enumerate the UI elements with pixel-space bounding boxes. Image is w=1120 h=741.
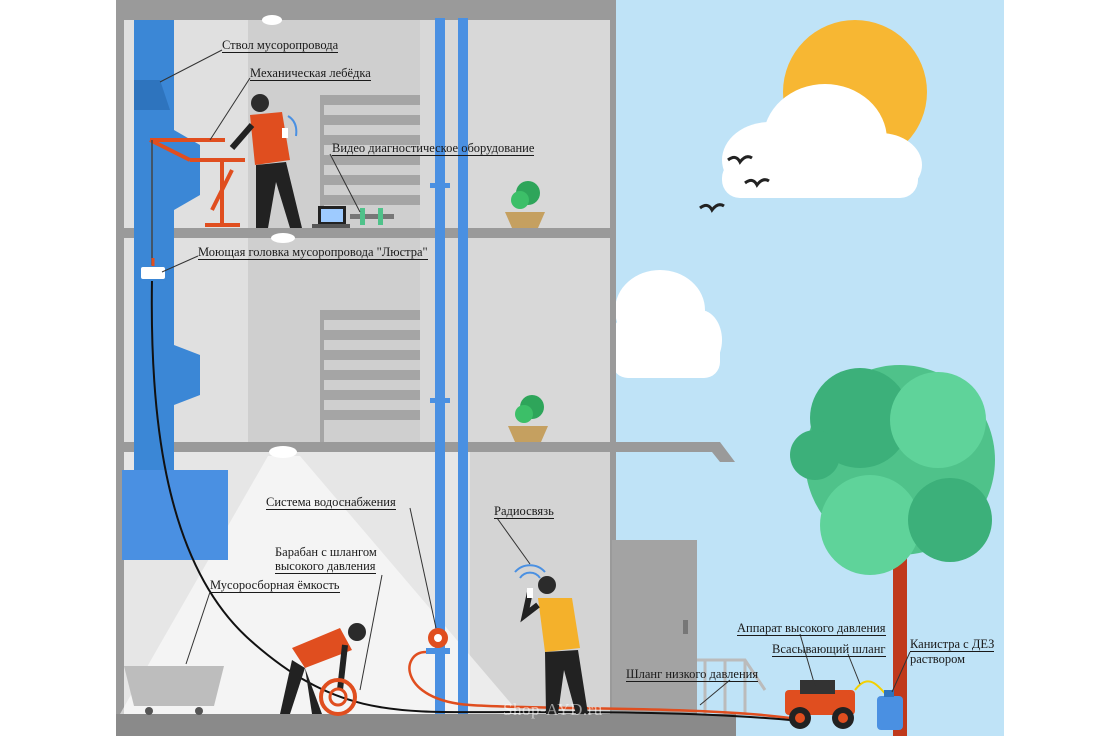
winch xyxy=(149,138,245,227)
label-low-pressure-hose: Шланг низкого давления xyxy=(626,667,759,682)
pressure-unit-icon xyxy=(785,680,855,729)
label-hose-drum-line1: Барабан с шлангом xyxy=(275,545,377,559)
label-winch: Механическая лебёдка xyxy=(250,66,371,81)
canister-icon xyxy=(877,690,903,730)
worker-radio xyxy=(514,564,588,714)
tree-trunk xyxy=(893,540,907,736)
stairs-floor-2 xyxy=(320,310,420,442)
label-pressure-unit: Аппарат высокого давления xyxy=(737,621,886,636)
plant-icon xyxy=(508,395,548,442)
washing-head xyxy=(139,258,167,281)
worker-drum xyxy=(280,623,366,714)
cloud-icon xyxy=(722,84,922,198)
label-washing-head: Моющая головка мусоропровода "Люстра" xyxy=(198,245,428,260)
tree-icon xyxy=(790,365,995,575)
label-chute: Ствол мусоропровода xyxy=(222,38,339,53)
camera-icon xyxy=(350,208,394,225)
worker-winch xyxy=(229,94,302,228)
light-cone xyxy=(120,456,520,714)
valve-icon xyxy=(428,628,448,648)
plant-icon xyxy=(505,181,545,228)
garbage-bin-icon xyxy=(124,666,224,715)
label-canister: Канистра с ДЕЗ раствором xyxy=(910,637,995,666)
label-hose-drum: Барабан с шлангом высокого давления xyxy=(275,545,377,574)
stairs-floor-3 xyxy=(320,95,420,228)
hose-drum-icon xyxy=(319,678,357,716)
label-canister-line2: раствором xyxy=(910,652,966,666)
garbage-chute xyxy=(122,20,228,560)
label-radio: Радиосвязь xyxy=(494,504,554,519)
leader-lines xyxy=(159,49,911,706)
birds-icon xyxy=(699,155,770,213)
low-pressure-hose xyxy=(408,650,791,720)
annex xyxy=(612,540,697,714)
label-suction-hose: Всасывающий шланг xyxy=(772,642,886,657)
label-water-supply: Система водоснабжения xyxy=(266,495,396,510)
label-garbage-bin: Мусоросборная ёмкость xyxy=(210,578,340,593)
laptop-icon xyxy=(312,206,350,228)
handrail xyxy=(697,658,767,714)
label-hose-drum-line2: высокого давления xyxy=(275,559,376,574)
cloud-small-icon xyxy=(612,270,722,378)
label-canister-line1: Канистра с ДЕЗ xyxy=(910,637,995,652)
label-video-equipment: Видео диагностическое оборудование xyxy=(332,141,535,156)
water-pipes xyxy=(426,18,468,714)
watermark: Shop-AYD.ru xyxy=(503,700,603,719)
